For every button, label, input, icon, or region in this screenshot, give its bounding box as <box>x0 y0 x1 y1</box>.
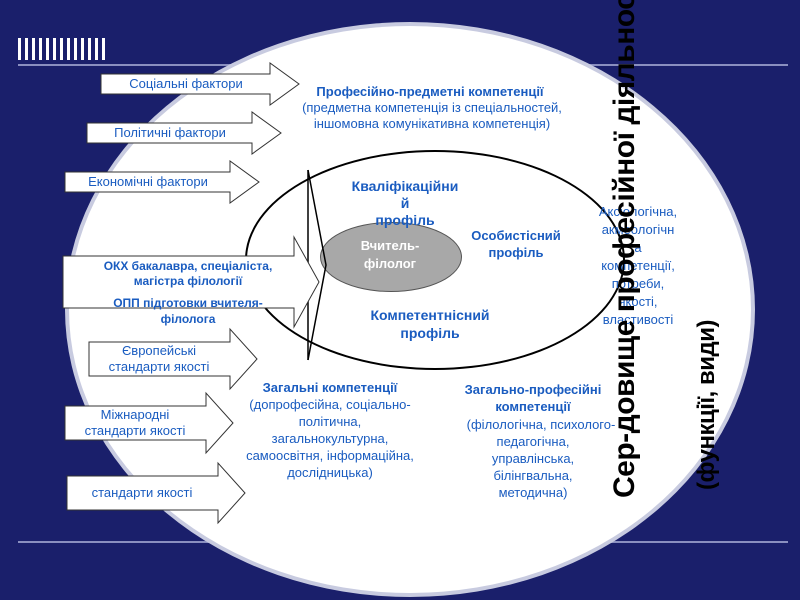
right-line3: а <box>634 240 642 255</box>
okx-line4: філолога <box>160 312 216 326</box>
competence-profile-line2: профіль <box>400 325 460 341</box>
general-prof-line3: педагогічна, <box>496 434 570 449</box>
arrow-european-standards: Європейські стандарти якості <box>88 327 258 391</box>
right-line5: потреби, <box>611 276 665 291</box>
okx-line2: магістра філології <box>133 274 243 288</box>
decorative-stripes <box>18 38 105 60</box>
right-line6: якості, <box>618 294 658 309</box>
vertical-functions-text: (функції, види) <box>693 319 720 491</box>
general-line2: політична, <box>298 414 362 429</box>
general-line1: (допрофесійна, соціально- <box>249 397 411 412</box>
arrow-economic-factors: Економічні фактори <box>64 160 260 204</box>
qualification-profile-line2: й <box>400 195 410 211</box>
arrow-international-standards: Міжнародні стандарти якості <box>64 391 234 455</box>
personal-profile-line2: профіль <box>488 245 544 260</box>
european-standards-line2: стандарти якості <box>108 359 210 374</box>
social-factors-label: Соціальні фактори <box>129 76 243 92</box>
general-prof-line5: білінгвальна, <box>493 468 573 483</box>
arrow-social-factors: Соціальні фактори <box>100 62 300 106</box>
okx-line3: ОПП підготовки вчителя- <box>113 296 263 310</box>
general-prof-line2: (філологічна, психолого- <box>466 417 616 432</box>
qualification-profile-line3: профіль <box>375 212 435 228</box>
core-line2: філолог <box>363 256 417 271</box>
core-ellipse <box>320 222 462 292</box>
right-line7: властивості <box>602 312 674 327</box>
general-line5: дослідницька) <box>287 465 373 480</box>
right-line2: акмеологічн <box>601 222 675 237</box>
european-standards-line1: Європейські <box>121 343 197 359</box>
international-standards-line1: Міжнародні <box>100 407 170 423</box>
general-prof-line4: управлінська, <box>491 451 575 466</box>
general-line3: загальнокультурна, <box>271 431 389 446</box>
prof-subject-title: Професійно-предметні компетенції <box>316 84 544 99</box>
quality-standards-line2: стандарти якості <box>91 485 193 501</box>
general-prof-line6: методична) <box>498 485 568 500</box>
general-prof-title: Загально-професійні <box>464 382 602 397</box>
qualification-profile-line1: Кваліфікаційни <box>351 178 459 194</box>
prof-subject-line2: іншомовна комунікативна компетенція) <box>313 116 551 131</box>
economic-factors-label: Економічні фактори <box>88 174 208 190</box>
arrow-okx <box>62 235 320 329</box>
okx-line1: ОКХ бакалавра, спеціаліста, <box>103 259 273 273</box>
core-line1: Вчитель- <box>360 238 420 253</box>
vertical-environment-text: Сер-довище професійної діяльності <box>608 0 641 498</box>
international-standards-line2: стандарти якості <box>84 423 186 438</box>
competence-profile-line1: Компетентнісний <box>370 307 490 323</box>
general-line4: самоосвітня, інформаційна, <box>246 448 414 463</box>
right-line4: компетенції, <box>601 258 675 273</box>
right-line1: Аксіологічна, <box>598 204 678 219</box>
arrow-political-factors: Політичні фактори <box>86 111 282 155</box>
prof-subject-line1: (предметна компетенція із спеціальностей… <box>302 100 562 115</box>
general-title: Загальні компетенції <box>262 380 398 395</box>
general-prof-line1: компетенції <box>495 399 571 414</box>
political-factors-label: Політичні фактори <box>114 125 226 141</box>
personal-profile-line1: Особистісний <box>471 228 561 243</box>
arrow-quality-standards: стандарти якості <box>66 461 246 525</box>
